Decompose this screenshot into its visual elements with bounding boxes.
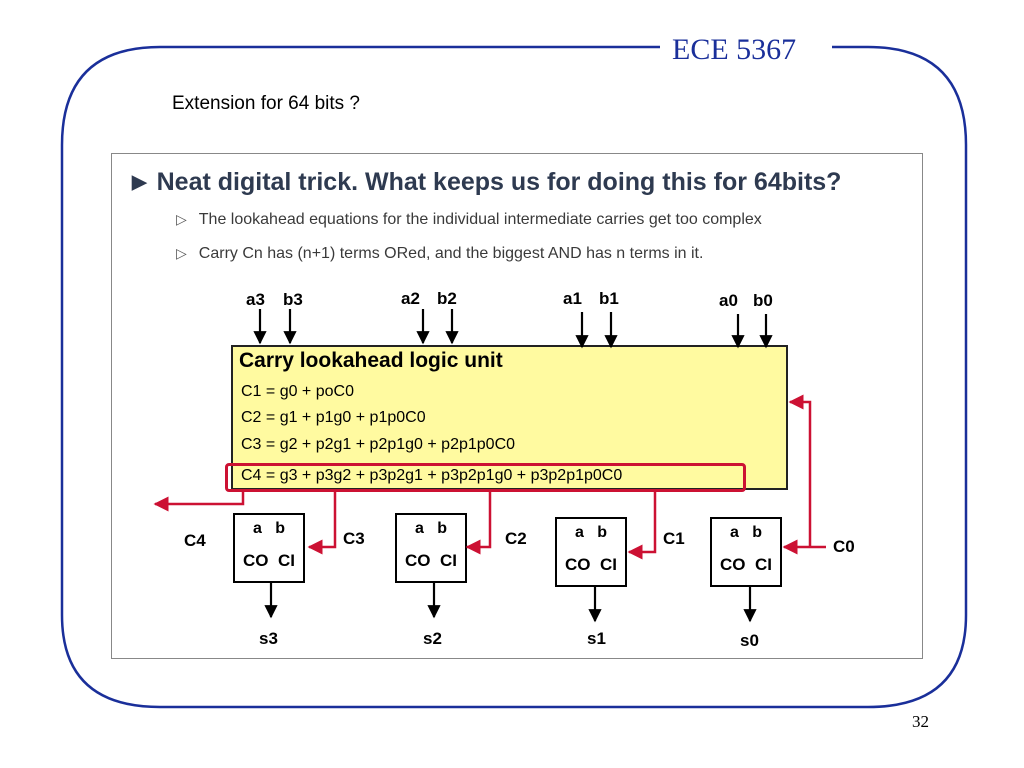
input-label-a3: a3 [246, 290, 265, 309]
adder-ab-labels: a b [414, 520, 448, 537]
c3-wire [307, 492, 337, 555]
carry-label-c3: C3 [343, 529, 365, 548]
sum-label-s3: s3 [259, 629, 278, 648]
adder-ab-labels: a b [729, 524, 763, 541]
bullet-triangle-icon: ▶ [132, 172, 147, 193]
sub-bullet-icon: ▷ [176, 245, 187, 261]
adder-ab-labels: a b [252, 520, 286, 537]
carry-label-c1: C1 [663, 529, 685, 548]
equation-c4: C4 = g3 + p3g2 + p3p2g1 + p3p2p1g0 + p3p… [241, 467, 623, 484]
bullet-item: ▷ The lookahead equations for the individ… [176, 211, 762, 229]
c4-output-wire [153, 492, 245, 512]
full-adder-3: a b CO CI [233, 513, 305, 583]
sum-label-s0: s0 [740, 631, 759, 650]
carry-label-c0: C0 [833, 537, 855, 556]
adder-co-ci-labels: CO CI [405, 551, 457, 570]
full-adder-1: a b CO CI [555, 517, 627, 587]
input-label-a0: a0 [719, 291, 738, 310]
bullet-item: ▷ Carry Cn has (n+1) terms ORed, and the … [176, 245, 703, 263]
full-adder-0: a b CO CI [710, 517, 782, 587]
page-number: 32 [912, 712, 929, 731]
c1-wire [627, 492, 657, 560]
sum-label-s1: s1 [587, 629, 606, 648]
adder-co-ci-labels: CO CI [565, 555, 617, 574]
course-title: ECE 5367 [672, 33, 797, 66]
figure-headline: ▶ Neat digital trick. What keeps us for d… [132, 168, 841, 197]
bullet-text: The lookahead equations for the individu… [198, 211, 762, 228]
input-label-b0: b0 [753, 291, 773, 310]
input-label-a2: a2 [401, 289, 420, 308]
input-label-b2: b2 [437, 289, 457, 308]
equation-c3: C3 = g2 + p2g1 + p2p1g0 + p2p1p0C0 [241, 436, 516, 453]
carry-label-c2: C2 [505, 529, 527, 548]
headline-text: Neat digital trick. What keeps us for do… [156, 168, 842, 196]
input-label-b3: b3 [283, 290, 303, 309]
c4-highlight-box [225, 463, 746, 492]
sub-bullet-icon: ▷ [176, 211, 187, 227]
adder-co-ci-labels: CO CI [720, 555, 772, 574]
slide-subtitle: Extension for 64 bits ? [172, 93, 360, 114]
carry-label-c4: C4 [184, 531, 206, 550]
bullet-text: Carry Cn has (n+1) terms ORed, and the b… [198, 245, 704, 262]
c2-wire [465, 492, 492, 555]
input-label-b1: b1 [599, 289, 619, 308]
adder-ab-labels: a b [574, 524, 608, 541]
input-label-a1: a1 [563, 289, 582, 308]
equation-c2: C2 = g1 + p1g0 + p1p0C0 [241, 409, 426, 426]
equation-c1: C1 = g0 + poC0 [241, 383, 354, 400]
adder-co-ci-labels: CO CI [243, 551, 295, 570]
c0-logic-wire [788, 394, 812, 547]
full-adder-2: a b CO CI [395, 513, 467, 583]
sum-label-s2: s2 [423, 629, 442, 648]
logic-unit-title: Carry lookahead logic unit [239, 349, 503, 372]
